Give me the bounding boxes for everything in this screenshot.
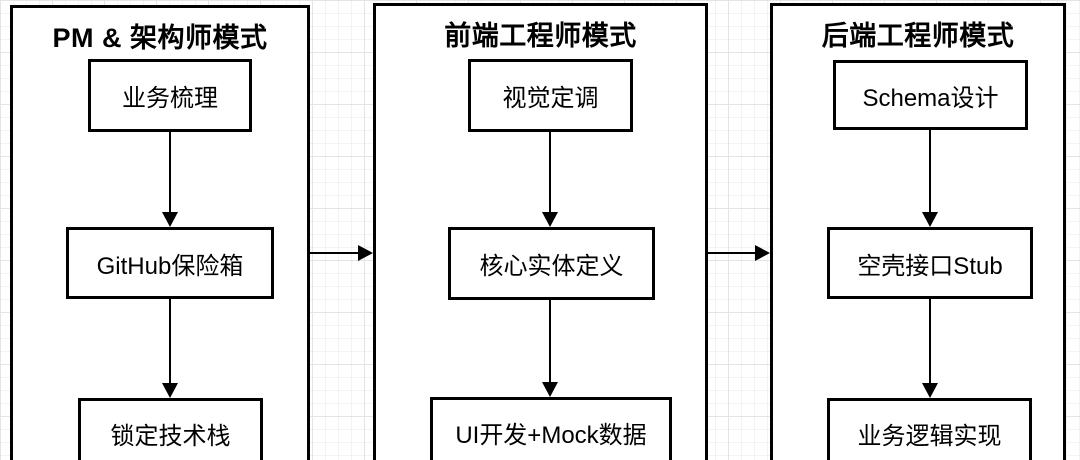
- arrow-visual-to-entity-line: [549, 132, 551, 213]
- arrow-github-to-lockstack-line: [169, 299, 171, 384]
- node-visual-tone: 视觉定调: [468, 59, 633, 132]
- arrow-panel1-to-panel2-line: [310, 252, 359, 254]
- arrow-panel2-to-panel3-head-icon: [755, 245, 770, 261]
- panel-backend-engineer-title: 后端工程师模式: [821, 21, 1015, 51]
- panel-frontend-engineer-title: 前端工程师模式: [444, 21, 637, 51]
- arrow-panel2-to-panel3-line: [708, 252, 756, 254]
- node-business-sorting: 业务梳理: [88, 59, 252, 132]
- arrow-entity-to-uidev-line: [549, 300, 551, 383]
- node-lock-tech-stack: 锁定技术栈: [78, 398, 263, 460]
- arrow-business-to-github-line: [169, 132, 171, 213]
- arrow-stub-to-logic-head-icon: [922, 383, 938, 398]
- arrow-schema-to-stub-head-icon: [922, 212, 938, 227]
- node-stub-api: 空壳接口Stub: [827, 227, 1033, 299]
- arrow-entity-to-uidev-head-icon: [542, 382, 558, 397]
- node-github-vault: GitHub保险箱: [66, 227, 274, 299]
- arrow-visual-to-entity-head-icon: [542, 212, 558, 227]
- panel-pm-architect-title: PM & 架构师模式: [52, 23, 268, 53]
- arrow-stub-to-logic-line: [929, 299, 931, 384]
- node-schema-design: Schema设计: [833, 60, 1028, 130]
- node-business-logic-implementation: 业务逻辑实现: [827, 398, 1032, 460]
- arrow-business-to-github-head-icon: [162, 212, 178, 227]
- arrow-schema-to-stub-line: [929, 130, 931, 213]
- arrow-panel1-to-panel2-head-icon: [358, 245, 373, 261]
- node-core-entity-definition: 核心实体定义: [448, 227, 655, 300]
- arrow-github-to-lockstack-head-icon: [162, 383, 178, 398]
- node-ui-dev-mock-data: UI开发+Mock数据: [430, 397, 672, 460]
